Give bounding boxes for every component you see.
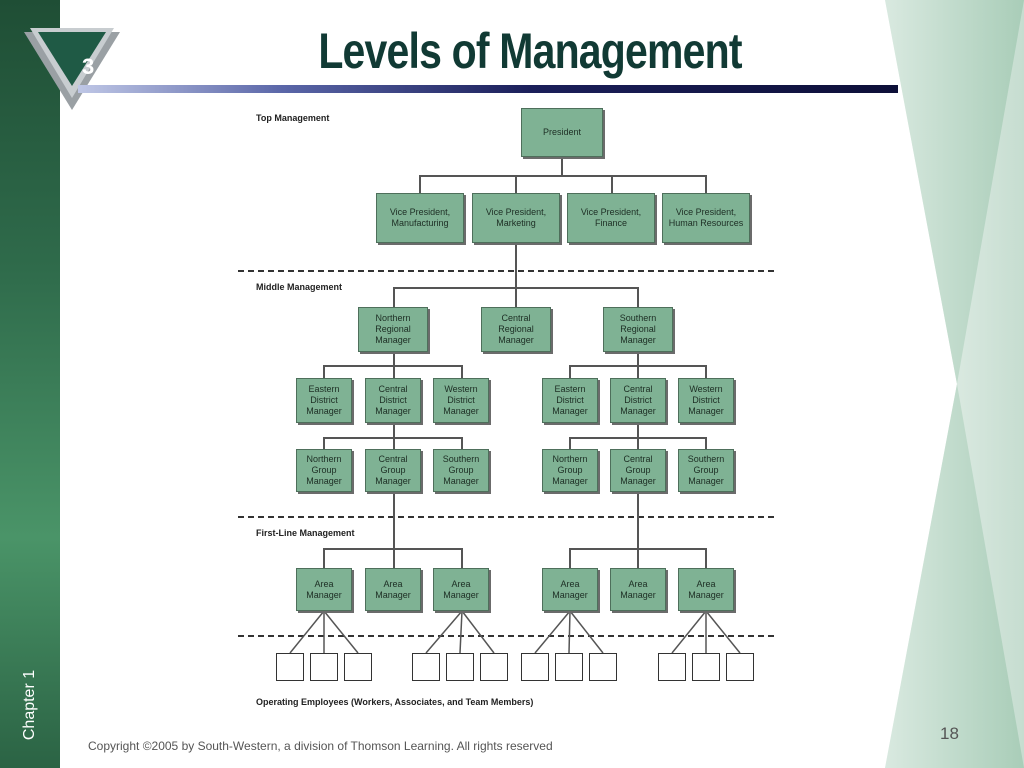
org-box-district-manager: Western District Manager	[678, 378, 734, 423]
connector-line	[393, 287, 395, 307]
connector-line	[515, 175, 517, 193]
employee-box	[412, 653, 440, 681]
level-label-middle: Middle Management	[256, 282, 343, 292]
connector-line	[705, 175, 707, 193]
employee-box	[692, 653, 720, 681]
connector-line	[569, 437, 571, 449]
org-box-group-manager: Southern Group Manager	[678, 449, 734, 492]
org-box-area-manager: Area Manager	[296, 568, 352, 611]
connector-line	[569, 365, 571, 378]
org-box-district-manager: Eastern District Manager	[296, 378, 352, 423]
org-box-area-manager: Area Manager	[678, 568, 734, 611]
employee-box	[658, 653, 686, 681]
org-box-district-manager: Central District Manager	[365, 378, 421, 423]
connector-line	[323, 365, 325, 378]
employee-box	[726, 653, 754, 681]
org-box-group-manager: Northern Group Manager	[542, 449, 598, 492]
connector-line	[637, 437, 639, 449]
chapter-label: Chapter 1	[21, 669, 38, 741]
org-box-district-manager: Western District Manager	[433, 378, 489, 423]
connector-line	[419, 175, 421, 193]
divider-first-line-operating	[238, 635, 774, 637]
connector-line	[393, 352, 395, 365]
divider-top-middle	[238, 270, 774, 272]
connector-line	[561, 157, 563, 175]
connector-line	[611, 175, 613, 193]
org-box-regional-manager: Southern Regional Manager	[603, 307, 673, 352]
connector-line	[393, 492, 395, 548]
org-box-district-manager: Central District Manager	[610, 378, 666, 423]
level-label-first-line: First-Line Management	[256, 528, 355, 538]
org-box-president: President	[521, 108, 603, 157]
connector-line	[637, 352, 639, 365]
left-sidebar-bar: Chapter 1	[0, 0, 60, 768]
org-chart: Top Management Middle Management First-L…	[238, 100, 778, 720]
connector-line	[705, 365, 707, 378]
org-box-regional-manager: Northern Regional Manager	[358, 307, 428, 352]
divider-middle-first-line	[238, 516, 774, 518]
connector-line	[323, 437, 325, 449]
employee-box	[344, 653, 372, 681]
connector-line	[393, 437, 395, 449]
connector-line	[515, 243, 517, 287]
employee-box	[480, 653, 508, 681]
org-box-area-manager: Area Manager	[610, 568, 666, 611]
org-box-area-manager: Area Manager	[365, 568, 421, 611]
right-decoration	[885, 0, 1024, 768]
connector-line	[569, 548, 571, 568]
title-underline	[78, 85, 898, 93]
connector-line	[515, 287, 517, 307]
org-box-area-manager: Area Manager	[542, 568, 598, 611]
connector-line	[323, 548, 325, 568]
connector-line	[637, 423, 639, 437]
org-box-vp-manufacturing: Vice President, Manufacturing	[376, 193, 464, 243]
org-box-group-manager: Northern Group Manager	[296, 449, 352, 492]
page-number: 18	[940, 724, 959, 743]
level-label-operating: Operating Employees (Workers, Associates…	[256, 697, 534, 707]
connector-line	[637, 548, 639, 568]
org-box-area-manager: Area Manager	[433, 568, 489, 611]
connector-line	[461, 437, 463, 449]
connector-line	[637, 492, 639, 548]
employee-box	[276, 653, 304, 681]
org-box-regional-manager: Central Regional Manager	[481, 307, 551, 352]
org-box-group-manager: Southern Group Manager	[433, 449, 489, 492]
connector-line	[637, 365, 639, 378]
employee-box	[589, 653, 617, 681]
chapter-badge: 3	[24, 22, 124, 114]
copyright-footer: Copyright ©2005 by South-Western, a divi…	[88, 739, 553, 753]
employee-connectors	[289, 610, 741, 654]
org-box-group-manager: Central Group Manager	[365, 449, 421, 492]
employee-box	[310, 653, 338, 681]
chapter-badge-number: 3	[82, 54, 95, 79]
employee-box	[446, 653, 474, 681]
connector-line	[637, 287, 639, 307]
org-box-group-manager: Central Group Manager	[610, 449, 666, 492]
org-box-vp-human-resources: Vice President, Human Resources	[662, 193, 750, 243]
org-box-district-manager: Eastern District Manager	[542, 378, 598, 423]
connector-line	[393, 365, 395, 378]
connector-line	[461, 365, 463, 378]
employee-box	[555, 653, 583, 681]
employee-box	[521, 653, 549, 681]
page-title: Levels of Management	[318, 23, 742, 79]
connector-line	[393, 548, 395, 568]
org-box-vp-marketing: Vice President, Marketing	[472, 193, 560, 243]
connector-line	[461, 548, 463, 568]
level-label-top: Top Management	[256, 113, 330, 123]
org-box-vp-finance: Vice President, Finance	[567, 193, 655, 243]
connector-line	[705, 548, 707, 568]
connector-line	[393, 423, 395, 437]
connector-line	[705, 437, 707, 449]
connector-line	[419, 175, 707, 177]
